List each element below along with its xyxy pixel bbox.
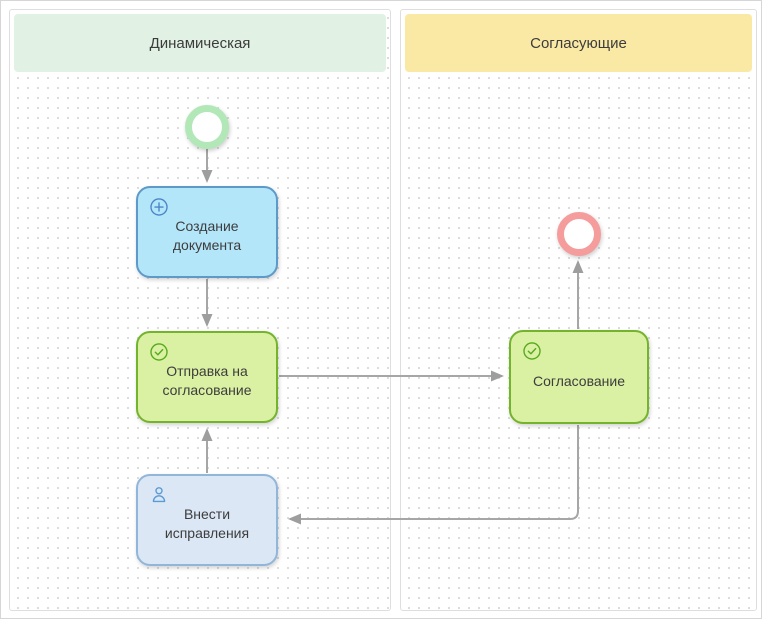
task-send-for-approval[interactable]: Отправка на согласование (136, 331, 278, 423)
task-label: Согласование (533, 372, 625, 389)
start-event[interactable] (185, 105, 229, 149)
lane-label: Динамическая (149, 34, 251, 52)
lane-header-approvers[interactable]: Согласующие (405, 14, 752, 72)
check-circle-icon (150, 343, 168, 361)
check-circle-icon (523, 342, 541, 360)
task-approval[interactable]: Согласование (509, 330, 649, 424)
task-make-corrections[interactable]: Внести исправления (136, 474, 278, 566)
task-label: Отправка на согласование (162, 363, 252, 398)
task-create-document[interactable]: Создание документа (136, 186, 278, 278)
end-event[interactable] (557, 212, 601, 256)
task-label: Создание документа (172, 218, 242, 253)
plus-circle-icon (150, 198, 168, 216)
task-label: Внести исправления (164, 506, 250, 541)
lane-label: Согласующие (530, 34, 627, 52)
lane-approvers[interactable]: Согласующие (400, 9, 757, 611)
user-icon (152, 487, 166, 503)
lane-header-dynamic[interactable]: Динамическая (14, 14, 386, 72)
